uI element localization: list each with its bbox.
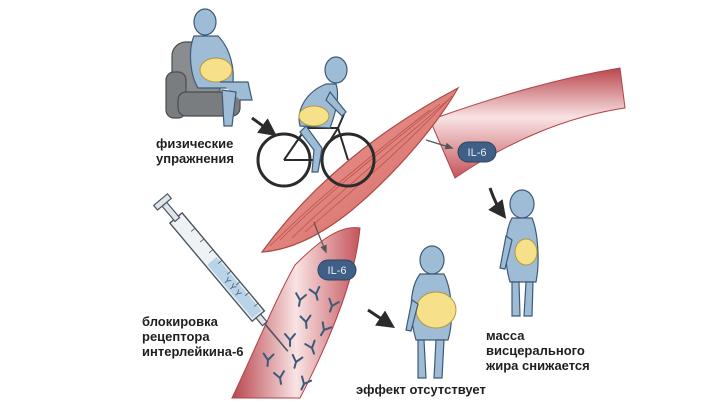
label-exercise: физические упражнения (156, 136, 234, 166)
arrow-to-no-effect-figure (367, 308, 395, 328)
muscle-icon (260, 86, 460, 253)
antibody-icon (304, 339, 316, 355)
antibody-group (262, 285, 340, 391)
syringe-icon: Y Y Y (152, 192, 289, 352)
blood-vessel-upper (429, 67, 626, 179)
label-visceral-line-3: жира снижается (486, 358, 590, 373)
antibody-icon (291, 353, 304, 369)
antibody-icon (262, 352, 275, 367)
arrow-muscle-to-upper-vessel (425, 139, 454, 150)
antibody-icon (295, 292, 307, 307)
sitting-person-figure (189, 8, 253, 127)
antibody-icon (273, 370, 285, 385)
label-blockade-line-2: рецептора (142, 329, 210, 344)
antibody-icon (299, 314, 312, 329)
label-visceral-line-2: висцерального (486, 343, 585, 358)
antibody-icon (308, 285, 321, 301)
antibody-icon (300, 375, 313, 391)
label-blockade-line-3: интерлейкина-6 (142, 344, 244, 359)
standing-figure-no-effect (405, 245, 457, 379)
antibody-icon (328, 297, 340, 313)
label-exercise-line-1: физические (156, 136, 234, 151)
label-visceral-line-1: масса (486, 328, 525, 343)
arrow-chair-to-bike (251, 116, 277, 137)
arrow-to-reduced-fat-figure (488, 187, 507, 219)
antibody-icon (320, 321, 333, 337)
cyclist-figure (298, 56, 348, 173)
svg-text:IL-6: IL-6 (468, 147, 487, 159)
svg-text:IL-6: IL-6 (328, 265, 347, 277)
label-visceral-fat-reduced: масса висцерального жира снижается (486, 328, 590, 373)
label-blockade-line-1: блокировка (142, 314, 218, 329)
label-no-effect: эффект отсутствует (356, 382, 486, 397)
arrow-muscle-to-lower-vessel (313, 221, 327, 254)
antibody-icon (284, 333, 296, 347)
standing-figure-reduced-fat (499, 189, 539, 317)
label-exercise-line-2: упражнения (156, 151, 234, 166)
label-receptor-blockade: блокировка рецептора интерлейкина-6 (142, 314, 244, 359)
il6-badge-upper: IL-6 (457, 141, 497, 163)
il6-badge-lower: IL-6 (317, 259, 357, 281)
